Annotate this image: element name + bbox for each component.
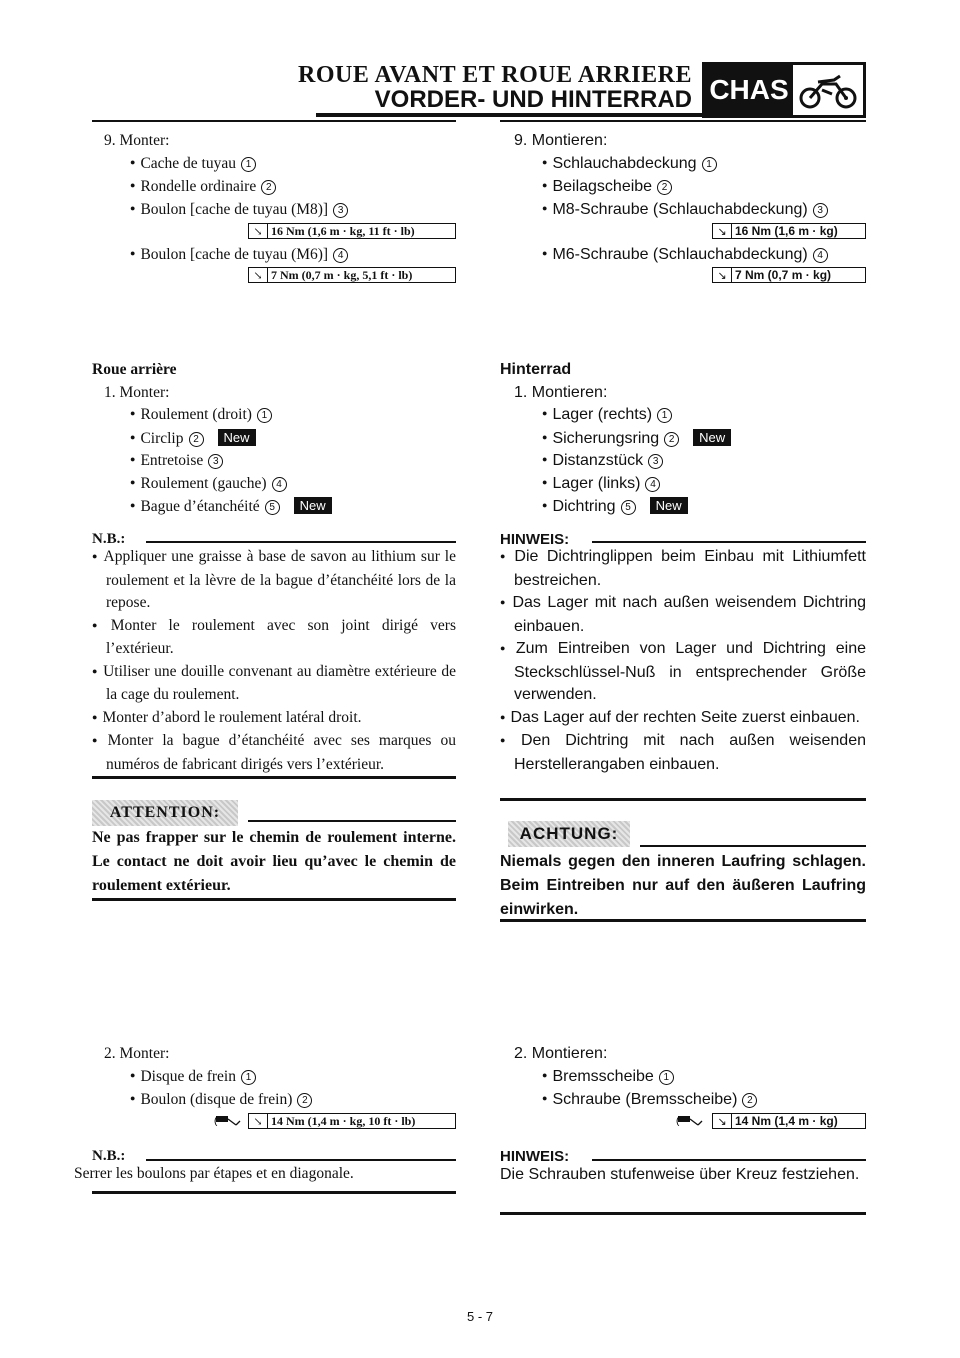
fr-note1-end-rule — [92, 776, 456, 779]
de-note1-body: Die Dichtringlippen beim Einbau mit Lith… — [500, 546, 866, 776]
fr-note1-head: N.B.: — [92, 531, 126, 547]
de-rear-title: Hinterrad — [500, 361, 572, 378]
fr-torque-2: ↘7 Nm (0,7 m · kg, 5,1 ft · lb) — [248, 267, 456, 283]
svg-text:(: ( — [214, 1116, 218, 1127]
de-rear-step1: 1. Montieren: — [514, 384, 608, 401]
fr-attention-rule — [248, 820, 456, 822]
de-attention-text: Niemals gegen den inneren Laufring schla… — [500, 853, 866, 918]
new-badge: New — [217, 429, 256, 446]
page-number: 5 - 7 — [466, 1309, 493, 1324]
fr-rear-item-1: Roulement (droit)1 — [130, 406, 272, 424]
de-note1-line: Das Lager mit nach außen weisendem Dicht… — [500, 592, 866, 638]
fr-note2-head: N.B.: — [92, 1148, 126, 1164]
de-step2-item-2: Schraube (Bremsscheibe)2 — [542, 1091, 758, 1109]
de-attention-head: ACHTUNG: — [508, 821, 630, 847]
fr-note1-body: Appliquer une graisse à base de savon au… — [92, 546, 456, 776]
fr-attention-text: Ne pas frapper sur le chemin de roulemen… — [92, 829, 456, 894]
wrench-icon: ↘ — [713, 1114, 732, 1128]
sequence-icon: ( — [676, 1113, 704, 1131]
fr-step9-item-3: Boulon [cache de tuyau (M8)]3 — [130, 201, 349, 219]
fr-note1-line: Monter d’abord le roulement latéral droi… — [92, 707, 456, 731]
de-note2-end-rule — [500, 1212, 866, 1215]
de-torque-1: ↘16 Nm (1,6 m · kg) — [712, 223, 866, 239]
de-note1-line: Zum Eintreiben von Lager und Dichtring e… — [500, 638, 866, 707]
de-step2-title: 2. Montieren: — [514, 1045, 608, 1062]
sequence-icon: ( — [214, 1113, 242, 1131]
fr-note1-line: Utiliser une douille convenant au diamèt… — [92, 661, 456, 707]
wrench-icon: ↘ — [713, 224, 732, 238]
de-note1-line: Die Dichtringlippen beim Einbau mit Lith… — [500, 546, 866, 592]
fr-rear-item-4: Roulement (gauche)4 — [130, 475, 287, 493]
fr-attention-end-rule — [92, 898, 456, 901]
de-note1-end-rule — [500, 798, 866, 801]
new-badge: New — [693, 429, 732, 446]
de-torque-3: ↘14 Nm (1,4 m · kg) — [712, 1113, 866, 1129]
column-rule-right — [500, 120, 866, 122]
header-title-de: VORDER- UND HINTERRAD — [374, 86, 692, 113]
section-label: CHAS — [705, 65, 793, 115]
fr-note2-end-rule — [92, 1191, 456, 1194]
de-note1-head: HINWEIS: — [500, 531, 570, 548]
de-attention-end-rule — [500, 919, 866, 922]
de-note1-line: Den Dichtring mit nach außen weisenden H… — [500, 730, 866, 776]
de-note2-text: Die Schrauben stufenweise über Kreuz fes… — [500, 1166, 860, 1183]
de-step9-title: 9. Montieren: — [514, 132, 608, 149]
fr-rear-title: Roue arrière — [92, 361, 177, 378]
fr-note1-line: Appliquer une graisse à base de savon au… — [92, 546, 456, 615]
de-step9-item-3: M8-Schraube (Schlauchabdeckung)3 — [542, 201, 828, 219]
fr-torque-1: ↘16 Nm (1,6 m · kg, 11 ft · lb) — [248, 223, 456, 239]
header-title-fr: ROUE AVANT ET ROUE ARRIERE — [297, 62, 692, 88]
fr-note2-text: Serrer les boulons par étapes et en diag… — [74, 1165, 354, 1182]
motorcycle-icon — [793, 65, 863, 115]
de-rear-item-1: Lager (rechts)1 — [542, 406, 673, 424]
de-attention-rule — [640, 845, 866, 847]
new-badge: New — [649, 497, 688, 514]
de-torque-2: ↘7 Nm (0,7 m · kg) — [712, 267, 866, 283]
section-badge: CHAS — [702, 62, 866, 118]
column-rule-left — [92, 120, 456, 122]
fr-step2-item-2: Boulon (disque de frein)2 — [130, 1091, 313, 1109]
fr-step2-title: 2. Monter: — [104, 1045, 170, 1062]
fr-step9-item-4: Boulon [cache de tuyau (M6)]4 — [130, 246, 349, 264]
de-note2-head: HINWEIS: — [500, 1148, 570, 1165]
fr-note1-line: Monter la bague d’étanchéité avec ses ma… — [92, 730, 456, 776]
fr-torque-3: ↘14 Nm (1,4 m · kg, 10 ft · lb) — [248, 1113, 456, 1129]
new-badge: New — [293, 497, 332, 514]
fr-rear-step1: 1. Monter: — [104, 384, 170, 401]
header-rule — [316, 113, 702, 117]
fr-note1-line: Monter le roulement avec son joint dirig… — [92, 615, 456, 661]
de-step9-item-4: M6-Schraube (Schlauchabdeckung)4 — [542, 246, 828, 264]
wrench-icon: ↘ — [249, 1114, 268, 1128]
fr-step9-title: 9. Monter: — [104, 132, 170, 149]
wrench-icon: ↘ — [713, 268, 732, 282]
de-note1-rule — [592, 541, 866, 543]
fr-note1-rule — [146, 541, 456, 543]
fr-attention-head: ATTENTION: — [92, 800, 238, 826]
de-rear-item-4: Lager (links)4 — [542, 475, 661, 493]
wrench-icon: ↘ — [249, 224, 268, 238]
svg-text:(: ( — [676, 1116, 680, 1127]
fr-note2-rule — [146, 1159, 456, 1161]
de-note2-rule — [592, 1159, 866, 1161]
de-note1-line: Das Lager auf der rechten Seite zuerst e… — [500, 707, 866, 731]
wrench-icon: ↘ — [249, 268, 268, 282]
